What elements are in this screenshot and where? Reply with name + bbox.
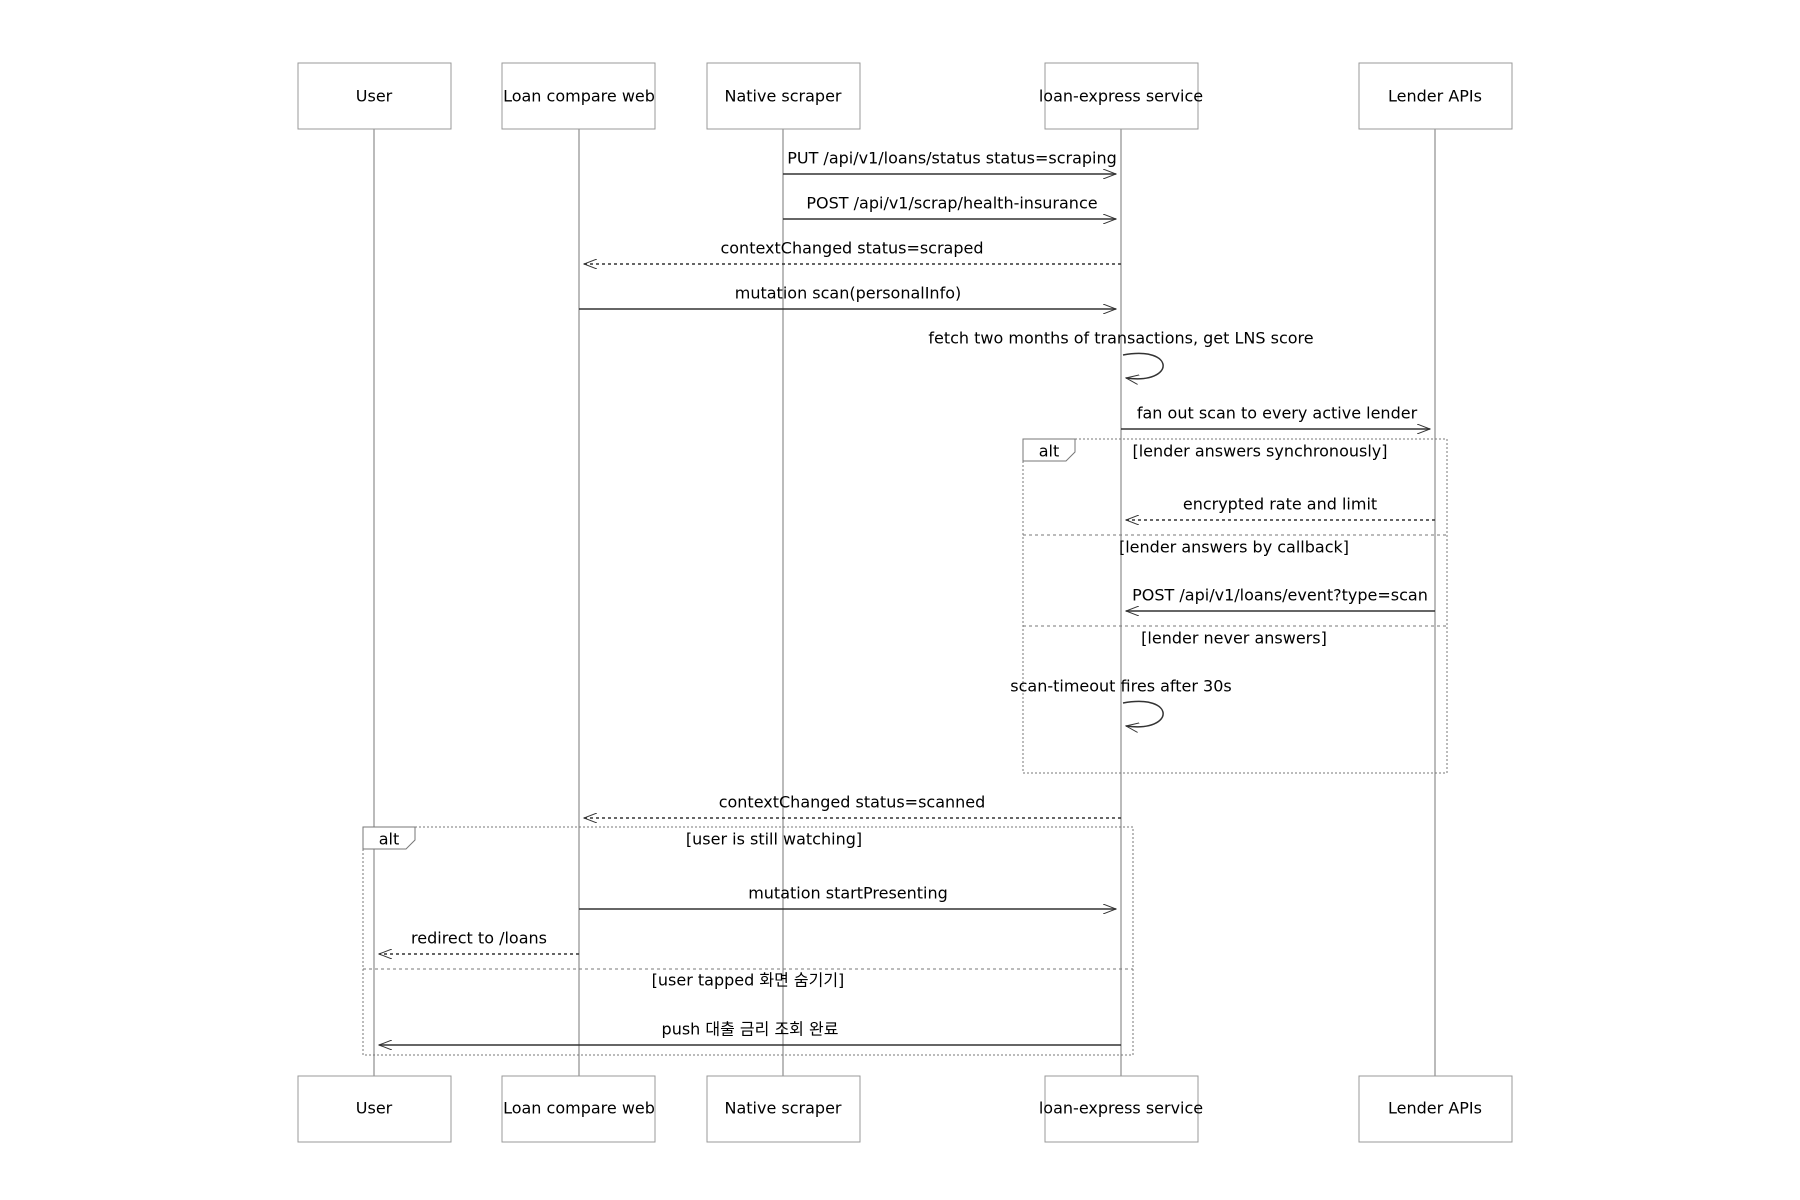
participant-user-bottom: User	[297, 1075, 452, 1143]
alt-condition-user-hid: [user tapped 화면 숨기기]	[652, 971, 845, 990]
message-encrypted-rate: encrypted rate and limit	[1126, 495, 1435, 521]
message-mutation-scan-label: mutation scan(personalInfo)	[735, 284, 961, 303]
participant-loan-express-service-top-label: loan-express service	[1039, 87, 1203, 106]
message-mutation-start-presenting-label: mutation startPresenting	[748, 884, 948, 903]
alt-condition-lender-sync: [lender answers synchronously]	[1132, 442, 1387, 461]
message-put-loans-status-label: PUT /api/v1/loans/status status=scraping	[787, 149, 1117, 168]
message-fetch-transactions-label: fetch two months of transactions, get LN…	[928, 329, 1313, 348]
participant-lender-apis-bottom-label: Lender APIs	[1388, 1099, 1482, 1118]
participant-native-scraper-bottom: Native scraper	[706, 1075, 861, 1143]
participant-loan-compare-web-bottom-label: Loan compare web	[503, 1099, 655, 1118]
message-post-loans-event-label: POST /api/v1/loans/event?type=scan	[1132, 586, 1428, 605]
message-encrypted-rate-label: encrypted rate and limit	[1183, 495, 1377, 514]
message-scan-timeout-label: scan-timeout fires after 30s	[1010, 677, 1232, 696]
message-context-changed-scanned: contextChanged status=scanned	[584, 793, 1121, 819]
message-fan-out-scan: fan out scan to every active lender	[1121, 404, 1430, 430]
participant-native-scraper-bottom-label: Native scraper	[725, 1099, 842, 1118]
alt-fragment-lender-response: alt [lender answers synchronously] [lend…	[1022, 438, 1448, 774]
alt-fragment-user-state: alt [user is still watching] [user tappe…	[362, 826, 1134, 1056]
participant-native-scraper-top-label: Native scraper	[725, 87, 842, 106]
participant-user-top: User	[297, 62, 452, 130]
message-push-complete-label: push 대출 금리 조회 완료	[662, 1020, 839, 1039]
alt-fragment-user-state-label: alt	[379, 830, 400, 849]
participant-user-top-label: User	[356, 87, 393, 106]
message-redirect-loans: redirect to /loans	[379, 929, 579, 955]
message-mutation-scan: mutation scan(personalInfo)	[579, 284, 1116, 310]
alt-condition-user-watching: [user is still watching]	[686, 830, 862, 849]
message-post-scrap-health-label: POST /api/v1/scrap/health-insurance	[806, 194, 1097, 213]
participant-lender-apis-top-label: Lender APIs	[1388, 87, 1482, 106]
participant-loan-compare-web-top-label: Loan compare web	[503, 87, 655, 106]
message-put-loans-status: PUT /api/v1/loans/status status=scraping	[783, 149, 1117, 175]
message-redirect-loans-label: redirect to /loans	[411, 929, 547, 948]
message-post-loans-event: POST /api/v1/loans/event?type=scan	[1126, 586, 1435, 612]
alt-condition-lender-callback: [lender answers by callback]	[1119, 538, 1349, 557]
message-post-scrap-health: POST /api/v1/scrap/health-insurance	[783, 194, 1116, 220]
message-context-changed-scraped: contextChanged status=scraped	[584, 239, 1121, 265]
message-mutation-start-presenting: mutation startPresenting	[579, 884, 1116, 910]
participant-loan-express-service-bottom-label: loan-express service	[1039, 1099, 1203, 1118]
participant-loan-compare-web-top: Loan compare web	[501, 62, 656, 130]
participant-loan-compare-web-bottom: Loan compare web	[501, 1075, 656, 1143]
participant-loan-express-service-top: loan-express service	[1039, 62, 1203, 130]
alt-fragment-lender-response-label: alt	[1039, 442, 1060, 461]
participant-lender-apis-top: Lender APIs	[1358, 62, 1513, 130]
message-context-changed-scraped-label: contextChanged status=scraped	[720, 239, 983, 258]
participant-lender-apis-bottom: Lender APIs	[1358, 1075, 1513, 1143]
participant-user-bottom-label: User	[356, 1099, 393, 1118]
alt-condition-lender-never: [lender never answers]	[1141, 629, 1327, 648]
participant-native-scraper-top: Native scraper	[706, 62, 861, 130]
message-context-changed-scanned-label: contextChanged status=scanned	[719, 793, 986, 812]
message-push-complete: push 대출 금리 조회 완료	[379, 1020, 1121, 1046]
message-fetch-transactions: fetch two months of transactions, get LN…	[928, 329, 1314, 379]
message-fan-out-scan-label: fan out scan to every active lender	[1137, 404, 1418, 423]
message-scan-timeout: scan-timeout fires after 30s	[1010, 677, 1232, 727]
participant-loan-express-service-bottom: loan-express service	[1039, 1075, 1203, 1143]
